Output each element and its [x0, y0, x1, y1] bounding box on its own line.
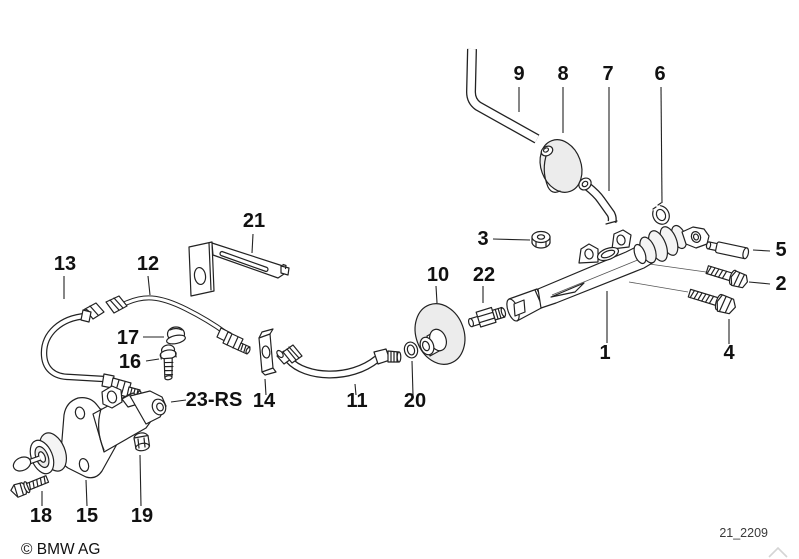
- callout-15-leader: [85, 479, 88, 507]
- part-5-pin: [705, 241, 750, 260]
- callout-2-label: 2: [775, 273, 786, 295]
- callout-1-label: 1: [599, 342, 610, 364]
- callout-12-leader: [147, 275, 151, 296]
- callout-18-label: 18: [30, 505, 52, 527]
- callout-10-leader: [435, 285, 438, 304]
- copyright-text: © BMW AG: [21, 541, 100, 558]
- callout-21-label: 21: [243, 210, 265, 232]
- callout-8-label: 8: [557, 63, 568, 85]
- part-7-elbow-pipe: [578, 177, 618, 225]
- part-19-plug: [133, 432, 151, 452]
- callout-9-label: 9: [513, 63, 524, 85]
- part-11-hose: [276, 344, 402, 379]
- callout-11-label: 11: [346, 390, 367, 412]
- callout-19-leader: [139, 454, 142, 507]
- callout-5-leader: [752, 249, 771, 252]
- part-20-o-ring: [403, 341, 419, 359]
- callout-20-leader: [411, 360, 414, 396]
- callout-10-label: 10: [427, 264, 449, 286]
- diagram-code-text: 21_2209: [719, 526, 768, 540]
- callout-14-label: 14: [253, 390, 276, 412]
- callout-15-label: 15: [76, 505, 98, 527]
- callout-23-label: 23-RS: [186, 389, 243, 411]
- part-6-clip: [650, 201, 670, 225]
- part-14-bracket: [258, 328, 277, 376]
- callout-3-leader: [492, 238, 531, 241]
- part-21-bracket: [188, 241, 290, 297]
- corner-chevron-icon: [768, 546, 788, 558]
- part-17-dust-cap: [166, 326, 186, 345]
- callout-12-label: 12: [137, 253, 159, 275]
- part-18-bolt: [10, 475, 50, 498]
- callout-7-label: 7: [602, 63, 613, 85]
- callout-22-label: 22: [473, 264, 495, 286]
- callout-5-label: 5: [775, 239, 786, 261]
- part-13-hose: [40, 309, 142, 400]
- callout-11-leader: [354, 383, 357, 396]
- callout-4-label: 4: [723, 342, 735, 364]
- callout-13-label: 13: [54, 253, 76, 275]
- part-1-master-cylinder: [506, 224, 710, 322]
- callout-6-leader: [660, 86, 663, 204]
- callout-17-label: 17: [117, 327, 139, 349]
- callout-20-label: 20: [404, 390, 426, 412]
- part-22-fitting: [467, 306, 507, 328]
- part-9-hose: [466, 48, 540, 144]
- callout-3-label: 3: [477, 228, 488, 250]
- part-4-bolt: [687, 288, 736, 315]
- callout-2-leader: [748, 281, 771, 285]
- callout-23-leader: [170, 399, 187, 403]
- callout-16-label: 16: [119, 351, 141, 373]
- callout-14-leader: [264, 378, 267, 396]
- callout-21-leader: [251, 233, 254, 254]
- part-3-nut: [531, 230, 551, 249]
- callout-6-label: 6: [654, 63, 665, 85]
- part-15-slave-cylinder: [12, 385, 167, 479]
- part-10-grommet: [414, 303, 466, 365]
- part-16-bleeder-screw: [159, 344, 177, 381]
- callout-16-leader: [145, 358, 160, 362]
- part-8-cap: [539, 139, 583, 193]
- callout-19-label: 19: [131, 505, 153, 527]
- part-2-bolt: [705, 265, 749, 289]
